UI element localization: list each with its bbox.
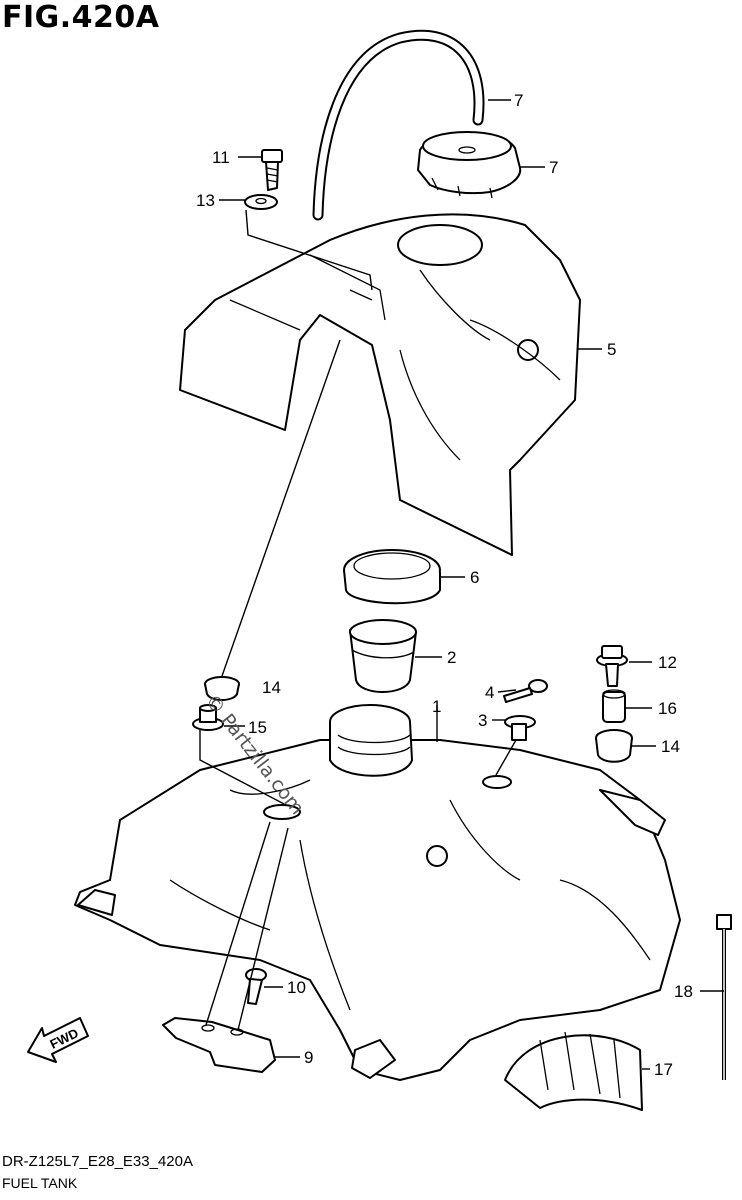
figure-title: FIG.420A [2,0,160,35]
part-screw-4[interactable] [503,679,548,703]
callout-10[interactable]: 10 [287,978,306,997]
assembly-guide-lines [199,209,517,1031]
part-fitting-3[interactable] [504,715,536,741]
callout-9[interactable]: 9 [304,1048,313,1067]
callout-16[interactable]: 16 [658,699,677,718]
part-bolt-11[interactable] [261,149,283,191]
part-breather-hose[interactable] [312,29,485,221]
part-cable-tie-18[interactable] [716,914,732,1080]
callout-leaders [219,99,724,1070]
model-code: DR-Z125L7_E28_E33_420A [2,1153,193,1170]
callout-11[interactable]: 11 [212,148,230,167]
callout-12[interactable]: 12 [658,653,677,672]
callout-14-left[interactable]: 14 [262,678,281,697]
part-filler-grommet[interactable] [343,549,441,605]
part-fuel-cap[interactable] [417,131,522,199]
callout-18[interactable]: 18 [674,982,693,1001]
callout-1[interactable]: 1 [432,697,441,716]
part-protector-17[interactable] [504,1031,643,1111]
callout-17[interactable]: 17 [654,1060,673,1079]
part-bolt-12[interactable] [596,645,628,687]
callout-14-right[interactable]: 14 [661,737,680,756]
forward-direction-arrow: FWD [27,1017,89,1063]
part-fuel-tank[interactable] [74,704,681,1081]
callout-15[interactable]: 15 [248,718,267,737]
callout-8[interactable]: 7 [514,91,523,110]
part-spacer-16[interactable] [602,689,626,723]
part-bracket-9[interactable] [162,1017,276,1073]
part-filler-sleeve[interactable] [349,619,417,693]
callout-labels: 7 7 11 13 5 6 2 1 4 3 14 15 12 16 14 10 … [196,91,693,1079]
callout-6[interactable]: 6 [470,568,479,587]
figure-caption: FUEL TANK [2,1175,78,1191]
part-washer-13[interactable] [244,194,278,210]
part-cushion-14-right[interactable] [595,729,633,763]
callout-2[interactable]: 2 [447,648,456,667]
callout-5[interactable]: 5 [607,340,616,359]
part-collar-15[interactable] [192,704,224,731]
callout-4[interactable]: 4 [485,683,494,702]
part-cushion-14-left[interactable] [204,676,240,701]
callout-3[interactable]: 3 [478,711,487,730]
callout-13[interactable]: 13 [196,191,215,210]
part-tank-cover[interactable] [179,213,581,556]
callout-7[interactable]: 7 [549,158,558,177]
